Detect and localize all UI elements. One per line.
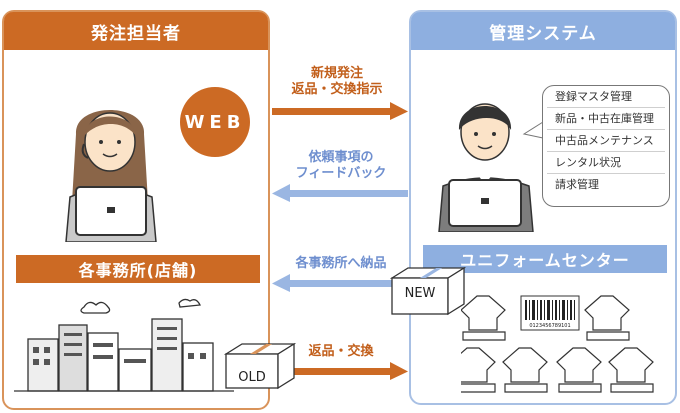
old-box-label: OLD bbox=[238, 370, 266, 385]
management-system-panel: 管理システム ユニフォームセンター bbox=[409, 10, 677, 405]
old-box-icon bbox=[224, 342, 296, 390]
orderer-panel-title: 発注担当者 bbox=[4, 12, 268, 50]
function-item: 中古品メンテナンス bbox=[547, 130, 665, 152]
web-badge: WEB bbox=[180, 87, 250, 157]
feedback-flow-label: 依頼事項の フィードバック bbox=[295, 150, 387, 181]
order-flow-label: 新規発注 返品・交換指示 bbox=[291, 66, 383, 97]
delivery-flow-label: 各事務所へ納品 bbox=[295, 256, 387, 271]
speech-bubble-tail bbox=[522, 121, 544, 139]
order-arrow bbox=[272, 102, 408, 120]
management-system-title: 管理システム bbox=[411, 12, 675, 50]
store-label: 各事務所(店舗) bbox=[16, 255, 260, 283]
orderer-panel: 発注担当者 WEB 各事務所(店舗) bbox=[2, 10, 270, 410]
function-item: 請求管理 bbox=[555, 178, 599, 191]
function-item: 登録マスタ管理 bbox=[547, 86, 665, 108]
orderer-person-illustration bbox=[65, 110, 157, 242]
new-box-icon bbox=[390, 266, 466, 316]
delivery-arrow bbox=[272, 274, 408, 292]
barcode-digits: 0123456789101 bbox=[529, 323, 570, 329]
system-person-illustration bbox=[438, 103, 534, 232]
barcode-label: 0123456789101 bbox=[520, 295, 580, 331]
function-list-bubble: 登録マスタ管理 新品・中古在庫管理 中古品メンテナンス レンタル状況 請求管理 bbox=[542, 85, 670, 207]
function-item: レンタル状況 bbox=[547, 152, 665, 174]
return-arrow bbox=[282, 362, 408, 380]
uniform-stock-illustration: 0123456789101 bbox=[461, 295, 654, 393]
return-flow-label: 返品・交換 bbox=[308, 344, 374, 359]
feedback-arrow bbox=[272, 184, 408, 202]
function-item: 新品・中古在庫管理 bbox=[547, 108, 665, 130]
new-box-label: NEW bbox=[404, 286, 436, 301]
city-buildings-illustration bbox=[14, 298, 234, 392]
